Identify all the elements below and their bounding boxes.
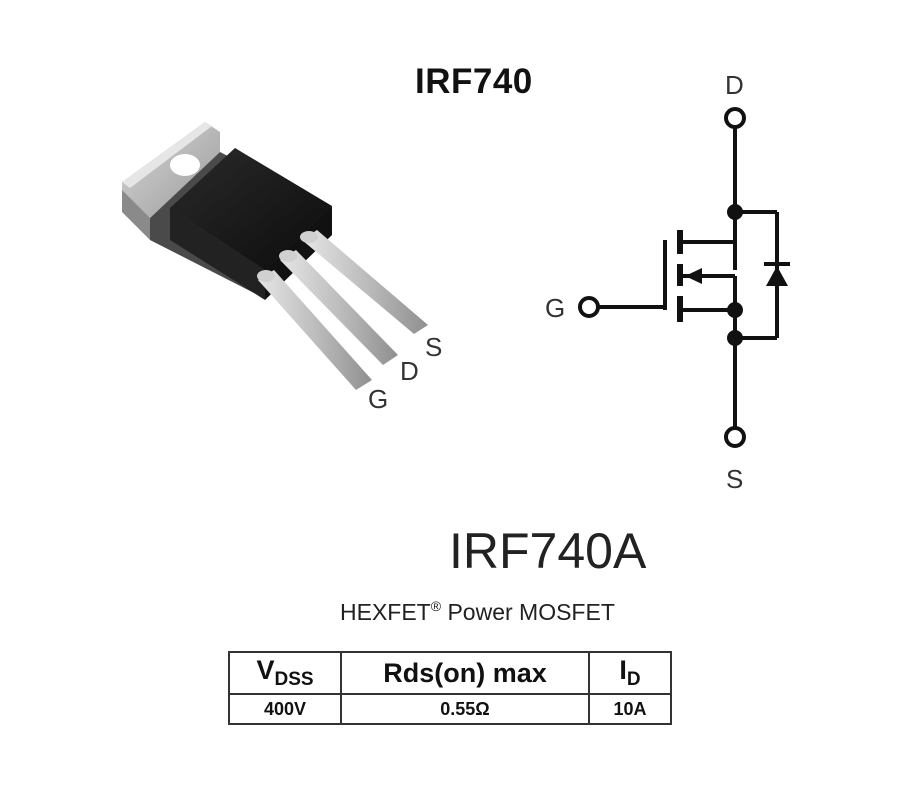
pin-label-s: S — [425, 332, 442, 362]
diagram-title: IRF740 — [415, 62, 533, 101]
lead-d — [279, 250, 398, 365]
body-arrow-icon — [685, 268, 702, 284]
header-rds-on: Rds(on) max — [340, 651, 590, 695]
header-vdss: VDSS — [228, 651, 342, 695]
to220-package-illustration: S D G — [122, 122, 442, 414]
junction-dot — [727, 302, 743, 318]
part-number: IRF740A — [449, 523, 647, 579]
mounting-hole — [170, 154, 200, 176]
header-id: ID — [588, 651, 672, 695]
junction-dot — [727, 330, 743, 346]
cell-id: 10A — [588, 693, 672, 725]
spec-table: VDSS Rds(on) max ID 400V 0.55Ω 10A — [228, 651, 672, 725]
table-row: 400V 0.55Ω 10A — [228, 693, 672, 725]
source-terminal — [724, 426, 746, 448]
part-description: HEXFET® Power MOSFET — [340, 598, 615, 626]
spec-panel — [208, 535, 678, 765]
lead-s — [300, 230, 428, 334]
mosfet-schematic: D G S — [545, 70, 790, 494]
cell-vdss: 400V — [228, 693, 342, 725]
drain-terminal — [724, 107, 746, 129]
metal-tab — [122, 122, 220, 240]
cell-rds-on: 0.55Ω — [340, 693, 590, 725]
pin-label-g: G — [368, 384, 388, 414]
description-prefix: HEXFET — [340, 599, 431, 625]
gate-terminal — [578, 296, 600, 318]
gate-label: G — [545, 293, 565, 323]
junction-dot — [727, 204, 743, 220]
registered-mark: ® — [430, 598, 442, 614]
source-label: S — [726, 464, 743, 494]
pin-label-d: D — [400, 356, 419, 386]
drain-label: D — [725, 70, 744, 100]
lead-g — [257, 270, 372, 390]
table-header-row: VDSS Rds(on) max ID — [228, 651, 672, 695]
description-suffix: Power MOSFET — [441, 599, 615, 625]
diode-icon — [766, 266, 788, 286]
